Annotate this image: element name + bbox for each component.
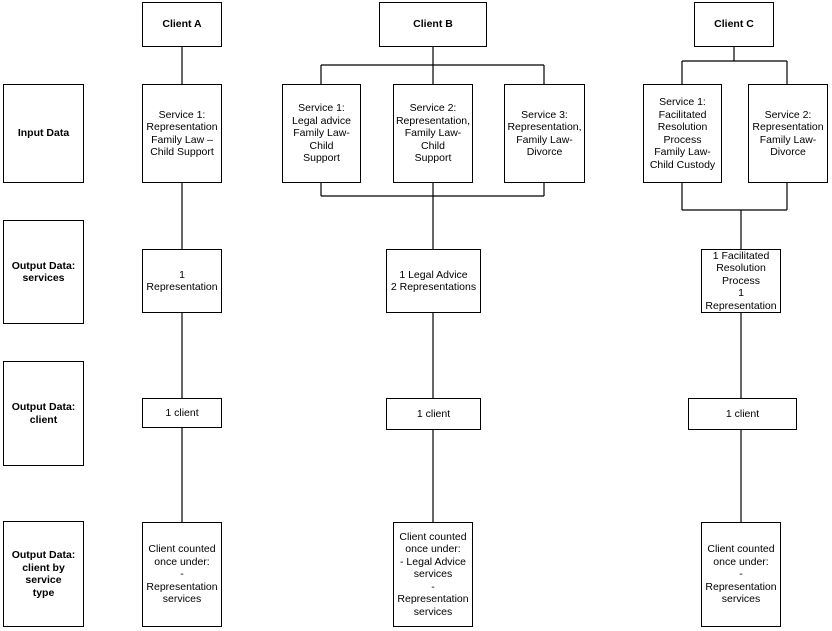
client-b-output-by-type: Client counted once under: - Legal Advic… — [393, 522, 473, 627]
client-b-output-services: 1 Legal Advice 2 Representations — [386, 249, 481, 313]
client-a-output-by-type: Client counted once under: - Representat… — [142, 522, 222, 627]
client-a-service-1: Service 1: Representation Family Law – C… — [142, 84, 222, 183]
client-c-output-by-type: Client counted once under: - Representat… — [701, 522, 781, 627]
client-b-service-3: Service 3: Representation, Family Law- D… — [504, 84, 585, 183]
client-b-service-2: Service 2: Representation, Family Law- C… — [393, 84, 473, 183]
client-c-output-client: 1 client — [688, 398, 797, 430]
client-b-service-1: Service 1: Legal advice Family Law- Chil… — [282, 84, 361, 183]
client-c-service-2: Service 2: Representation Family Law- Di… — [748, 84, 828, 183]
row-label-output-client: Output Data: client — [3, 361, 84, 466]
row-label-output-services: Output Data: services — [3, 220, 84, 324]
client-c-output-services: 1 Facilitated Resolution Process 1 Repre… — [701, 249, 781, 313]
row-label-input-data: Input Data — [3, 84, 84, 183]
client-b-output-client: 1 client — [386, 398, 481, 430]
row-label-output-client-by-type: Output Data: client by service type — [3, 521, 84, 627]
client-a-output-services: 1 Representation — [142, 249, 222, 313]
client-a-title: Client A — [142, 2, 222, 47]
client-b-title: Client B — [379, 2, 487, 47]
client-c-service-1: Service 1: Facilitated Resolution Proces… — [643, 84, 722, 183]
client-a-output-client: 1 client — [142, 398, 222, 428]
client-c-title: Client C — [694, 2, 774, 47]
